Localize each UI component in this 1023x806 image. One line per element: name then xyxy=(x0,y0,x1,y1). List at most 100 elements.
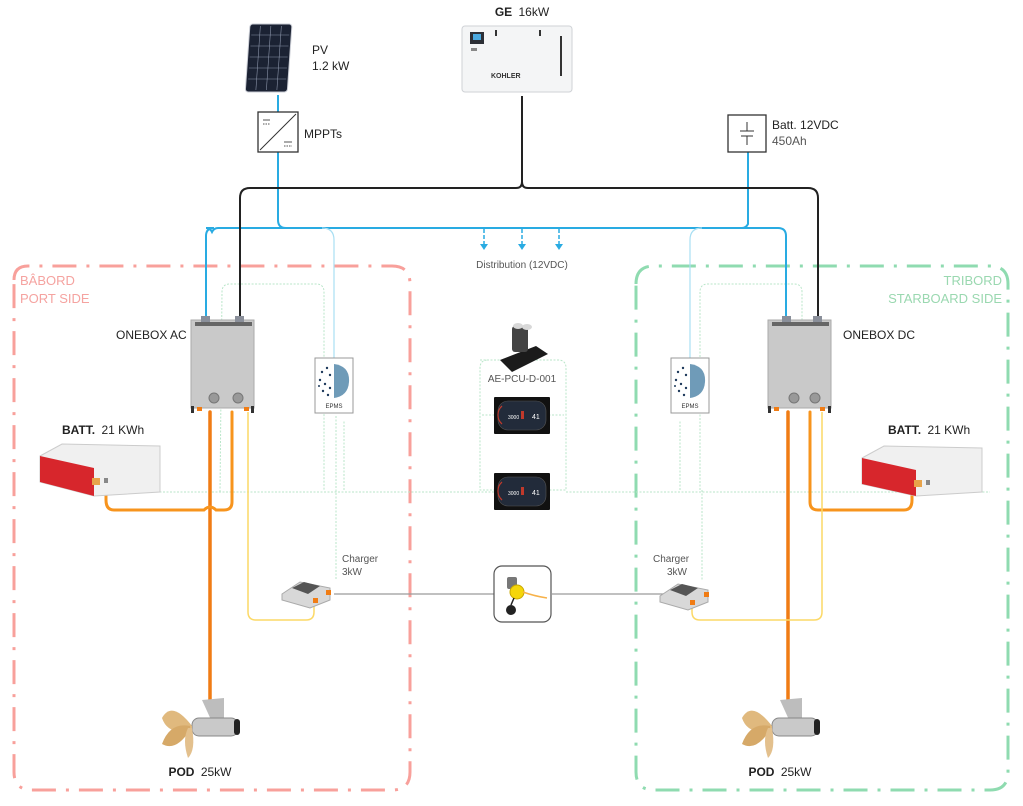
port-onebox-12v-line xyxy=(205,227,286,318)
starboard-pod-label: POD 25kW xyxy=(748,765,812,779)
port-epms-label: EPMS xyxy=(325,404,342,410)
port-zone-label-en: PORT SIDE xyxy=(20,291,90,306)
port-battery-value: 21 KWh xyxy=(101,423,144,437)
solar-panel-icon xyxy=(244,23,293,93)
starboard-charger-name: Charger xyxy=(653,554,690,565)
starboard-battery: BATT. 21 KWh xyxy=(861,423,983,497)
port-epms-12v-line xyxy=(321,227,335,360)
starboard-battery-value: 21 KWh xyxy=(927,423,970,437)
pv-name: PV xyxy=(312,43,328,57)
mppt-label: MPPTs xyxy=(304,127,342,141)
generator-name: GE xyxy=(495,5,512,19)
mppt: MPPTs xyxy=(257,111,342,153)
port-battery-name: BATT. xyxy=(62,423,95,437)
starboard-charger: Charger 3kW xyxy=(653,554,709,611)
stbd-onebox-to-charger-line xyxy=(691,412,823,621)
shore-power-inlet xyxy=(493,565,552,623)
charger-ac-lines xyxy=(247,412,823,621)
distribution-arrows xyxy=(480,229,563,250)
port-pod-name: POD xyxy=(168,765,194,779)
generator: GE 16kW KOHLER xyxy=(461,5,573,93)
distribution-label: Distribution (12VDC) xyxy=(476,260,568,271)
pod-propeller-icon xyxy=(742,698,820,758)
display-top-rpm: 3000 xyxy=(508,415,519,421)
charger-icon xyxy=(281,581,331,609)
shore-plug-icon xyxy=(506,577,548,615)
starboard-pod-value: 25kW xyxy=(781,765,812,779)
starboard-pod-name: POD xyxy=(748,765,774,779)
battery-12v-value: 450Ah xyxy=(772,134,807,148)
distribution-arrow-3 xyxy=(555,229,563,250)
dc-12v-epms-lines xyxy=(321,227,703,360)
generator-icon: KOHLER xyxy=(461,25,573,93)
starboard-charger-value: 3kW xyxy=(667,567,688,578)
mppt-12v-bus-line xyxy=(277,152,749,229)
display-bottom-rpm: 3000 xyxy=(508,491,519,497)
port-battery: BATT. 21 KWh xyxy=(39,423,161,497)
ac-bus xyxy=(239,96,819,318)
battery-symbol-icon xyxy=(727,114,767,153)
can-line-port-onebox xyxy=(219,283,325,493)
port-onebox: ONEBOX AC xyxy=(116,316,255,413)
display-top-value: 41 xyxy=(532,414,540,421)
port-pod-value: 25kW xyxy=(201,765,232,779)
starboard-battery-name: BATT. xyxy=(888,423,921,437)
pcu-label: AE-PCU-D-001 xyxy=(488,374,557,385)
stbd-epms-12v-line xyxy=(689,227,703,360)
port-onebox-label: ONEBOX AC xyxy=(116,328,187,342)
throttle-lever-icon xyxy=(500,323,548,372)
onebox-dc-icon xyxy=(767,316,832,413)
stbd-onebox-12v-line xyxy=(742,227,787,318)
distribution-arrow-1 xyxy=(480,229,488,250)
port-charger: Charger 3kW xyxy=(281,554,379,609)
starboard-onebox: ONEBOX DC xyxy=(767,316,915,413)
display-bottom-value: 41 xyxy=(532,490,540,497)
brain-icon xyxy=(674,364,706,398)
port-charger-value: 3kW xyxy=(342,567,363,578)
can-line-stbd-onebox xyxy=(699,283,803,490)
battery-12v: Batt. 12VDC 450Ah xyxy=(727,114,839,153)
can-line-center-box xyxy=(479,359,567,491)
port-pod-label: POD 25kW xyxy=(168,765,232,779)
starboard-zone: TRIBORD STARBOARD SIDE xyxy=(634,264,1010,792)
starboard-zone-label-fr: TRIBORD xyxy=(944,273,1003,288)
display-bottom: 3000 41 xyxy=(494,473,550,510)
port-zone: BÂBORD PORT SIDE xyxy=(12,264,412,792)
dc-12v-bus xyxy=(205,95,787,318)
pv-value: 1.2 kW xyxy=(312,59,350,73)
hv-dc-lines xyxy=(104,410,914,704)
port-onebox-to-battery-line xyxy=(104,410,234,512)
starboard-epms-label: EPMS xyxy=(681,404,698,410)
center-controls: AE-PCU-D-001 3000 41 3000 41 xyxy=(488,323,557,510)
starboard-pod: POD 25kW xyxy=(742,698,820,779)
port-battery-label: BATT. 21 KWh xyxy=(62,423,144,437)
can-bus-lines xyxy=(100,283,990,580)
port-onebox-to-charger-line xyxy=(247,412,315,621)
ge-to-stbd-onebox-line xyxy=(521,181,819,318)
brain-icon xyxy=(318,364,350,398)
port-epms: EPMS xyxy=(314,357,354,414)
starboard-zone-label-en: STARBOARD SIDE xyxy=(888,291,1002,306)
port-zone-border xyxy=(12,264,412,792)
battery-pack-icon xyxy=(39,443,161,497)
starboard-onebox-label: ONEBOX DC xyxy=(843,328,915,342)
generator-value: 16kW xyxy=(519,5,550,19)
port-zone-label-fr: BÂBORD xyxy=(20,273,75,288)
generator-brand: KOHLER xyxy=(491,73,521,80)
generator-label: GE 16kW xyxy=(495,5,550,19)
distribution-arrow-2 xyxy=(518,229,526,250)
starboard-battery-label: BATT. 21 KWh xyxy=(888,423,970,437)
pv-panel: PV 1.2 kW xyxy=(244,23,350,93)
stbd-onebox-to-battery-line xyxy=(808,410,914,512)
starboard-zone-border xyxy=(634,264,1010,792)
battery-pack-icon xyxy=(861,445,983,497)
onebox-ac-icon xyxy=(190,316,255,413)
port-pod: POD 25kW xyxy=(162,698,240,779)
battery-12v-name: Batt. 12VDC xyxy=(772,118,839,132)
dc-dc-converter-icon xyxy=(257,111,299,153)
display-top: 3000 41 xyxy=(494,397,550,434)
charger-icon xyxy=(659,583,709,611)
pod-propeller-icon xyxy=(162,698,240,758)
port-charger-name: Charger xyxy=(342,554,379,565)
